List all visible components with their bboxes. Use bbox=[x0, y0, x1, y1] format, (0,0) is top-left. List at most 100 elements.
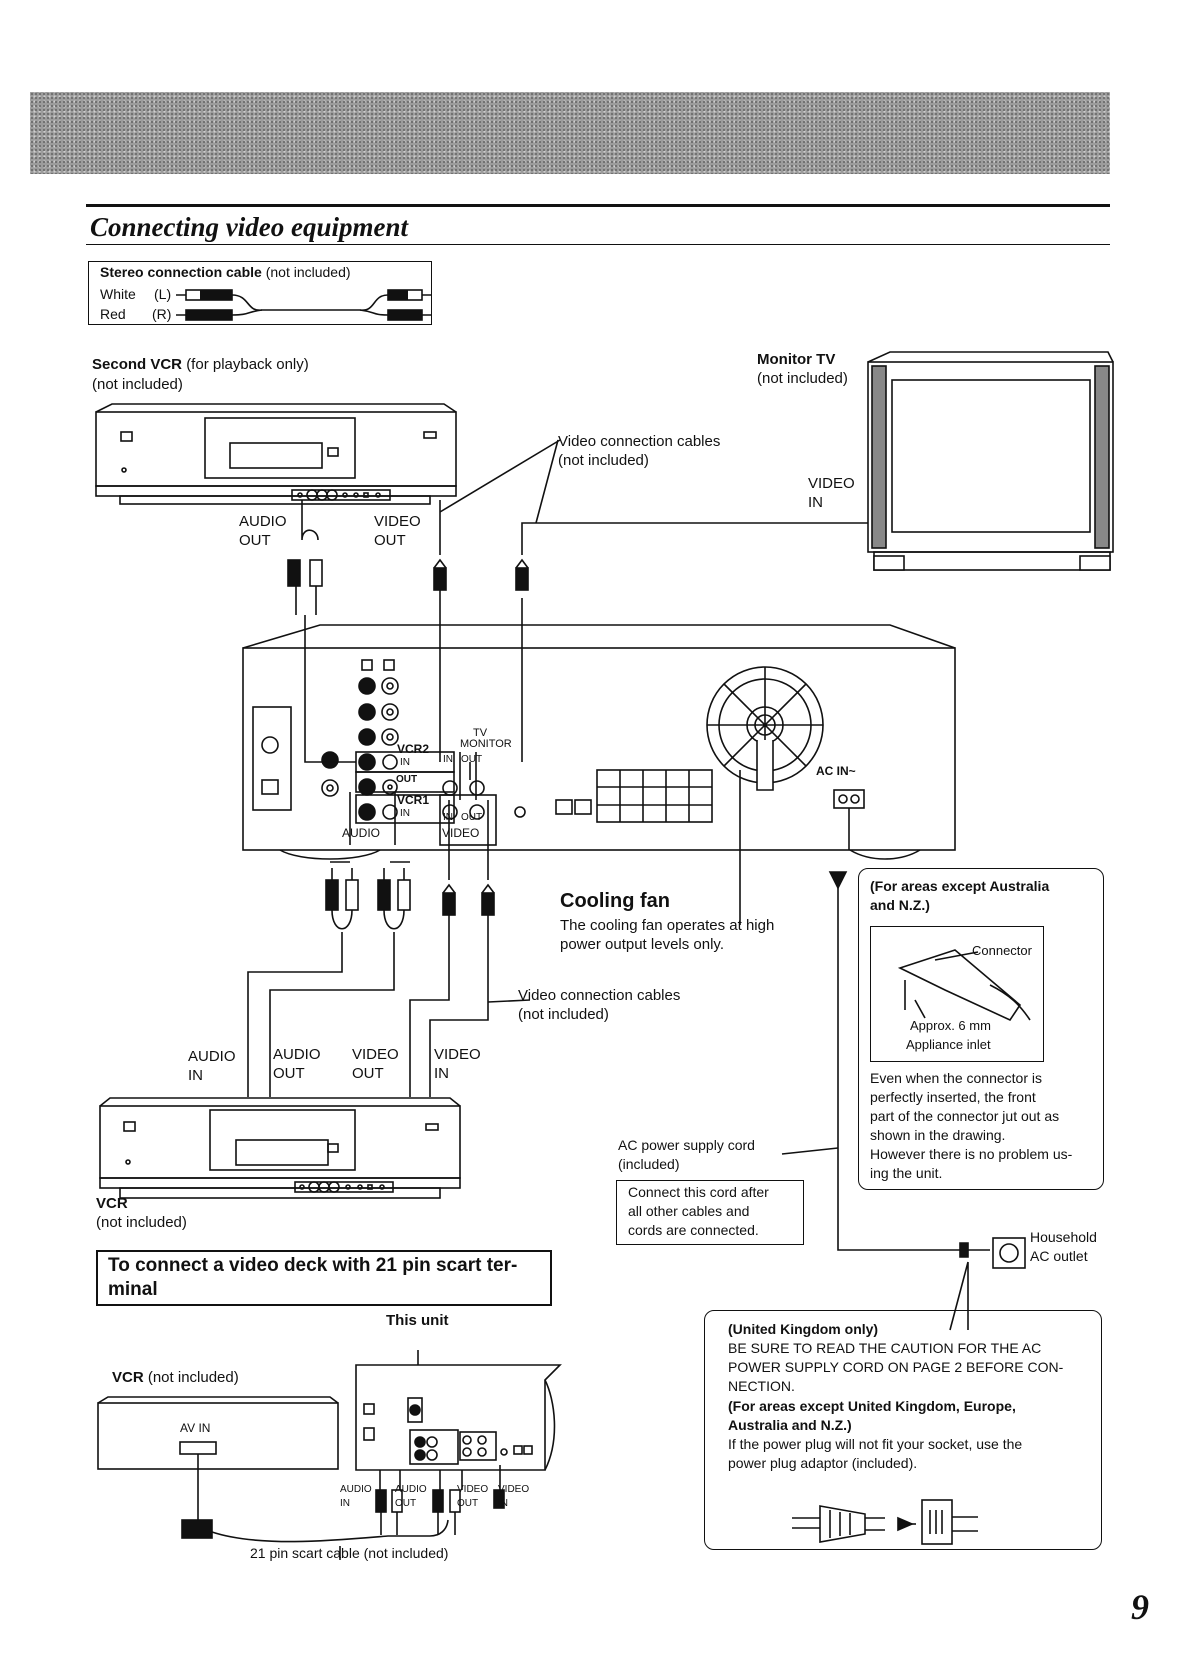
vcr-audio-in: AUDIO bbox=[188, 1048, 236, 1065]
ac-cord-note: (included) bbox=[618, 1156, 680, 1172]
uk-line-5: power plug adaptor (included). bbox=[728, 1455, 918, 1471]
vcr-drawing bbox=[99, 1097, 461, 1199]
tv-video-in-label-2: IN bbox=[808, 494, 823, 511]
vcr-video-in: VIDEO bbox=[434, 1046, 481, 1063]
white-label: White bbox=[100, 286, 136, 302]
monitor-out-label: OUT bbox=[461, 754, 483, 765]
scart-audio-in-2: IN bbox=[340, 1498, 350, 1509]
connector-line-1: Even when the connector is bbox=[870, 1070, 1042, 1086]
vcr-video-out-2: OUT bbox=[352, 1065, 384, 1082]
second-vcr-label: Second VCR (for playback only) bbox=[92, 355, 309, 374]
vcr2-out-label: OUT bbox=[396, 774, 418, 785]
connector-line-6: ing the unit. bbox=[870, 1165, 943, 1181]
video-cables-bottom-label: Video connection cables bbox=[518, 987, 681, 1004]
uk-heading-1: (United Kingdom only) bbox=[728, 1321, 879, 1337]
vcr-video-in-2: IN bbox=[434, 1065, 449, 1082]
vcr1-video-out-label: OUT bbox=[461, 812, 483, 823]
connector-figure bbox=[870, 926, 1044, 1062]
second-vcr-drawing bbox=[95, 403, 457, 505]
second-vcr-audio-out: AUDIO bbox=[239, 513, 287, 530]
monitor-in-label: IN bbox=[443, 754, 453, 765]
red-label: Red bbox=[100, 306, 126, 322]
vcr-note: (not included) bbox=[96, 1214, 187, 1231]
scart-audio-out: AUDIO bbox=[395, 1484, 427, 1495]
title-rule-top bbox=[86, 204, 1110, 207]
appliance-inlet-label: Appliance inlet bbox=[906, 1037, 991, 1052]
scart-video-out-2: OUT bbox=[457, 1498, 479, 1509]
tv-video-in-label: VIDEO bbox=[808, 475, 855, 492]
connector-line-2: perfectly inserted, the front bbox=[870, 1089, 1036, 1105]
monitor-tv-note: (not included) bbox=[757, 370, 848, 387]
cooling-fan-title: Cooling fan bbox=[560, 890, 670, 912]
uk-line-2: POWER SUPPLY CORD ON PAGE 2 BEFORE CON- bbox=[728, 1359, 1064, 1375]
connector-label: Connector bbox=[972, 943, 1032, 958]
approx-label: Approx. 6 mm bbox=[910, 1018, 991, 1033]
bottom-cables bbox=[247, 861, 531, 1097]
stereo-cable-box bbox=[88, 261, 432, 325]
monitor-tv-drawing bbox=[867, 351, 1114, 571]
vcr2-label: VCR2 bbox=[397, 742, 430, 756]
second-vcr-title: Second VCR bbox=[92, 356, 183, 373]
second-vcr-subtitle: (for playback only) bbox=[186, 356, 309, 373]
uk-line-3: NECTION. bbox=[728, 1378, 795, 1394]
unit-back-panel bbox=[242, 624, 956, 860]
connector-drawing bbox=[897, 949, 1031, 1022]
scart-video-in: VIDEO bbox=[498, 1484, 530, 1495]
connect-note-line-3: cords are connected. bbox=[628, 1222, 759, 1238]
scart-vcr-label: VCR (not included) bbox=[112, 1368, 239, 1387]
scart-drawing bbox=[97, 1350, 562, 1560]
adaptor-drawing bbox=[792, 1499, 978, 1545]
cooling-fan-line-1: The cooling fan operates at high bbox=[560, 917, 775, 934]
second-vcr-video-out-2: OUT bbox=[374, 532, 406, 549]
panel-video-label: VIDEO bbox=[442, 826, 480, 840]
second-vcr-note: (not included) bbox=[92, 376, 183, 393]
panel-audio-label: AUDIO bbox=[342, 826, 381, 840]
vcr-audio-in-2: IN bbox=[188, 1067, 203, 1084]
connector-line-5: However there is no problem us- bbox=[870, 1146, 1073, 1162]
connector-heading-1: (For areas except Australia bbox=[870, 878, 1050, 894]
stereo-cable-note: (not included) bbox=[265, 264, 351, 280]
vcr-audio-out: AUDIO bbox=[273, 1046, 321, 1063]
monitor-tv-title: Monitor TV bbox=[757, 351, 836, 368]
scart-heading-2: minal bbox=[108, 1279, 158, 1300]
ac-in-label: AC IN~ bbox=[816, 764, 856, 778]
connect-note-box bbox=[616, 1180, 804, 1245]
vcr1-in-label: IN bbox=[400, 808, 410, 819]
connect-note-line-2: all other cables and bbox=[628, 1203, 750, 1219]
vcr-title: VCR bbox=[96, 1195, 128, 1212]
scart-video-out: VIDEO bbox=[457, 1484, 489, 1495]
scart-heading-1: To connect a video deck with 21 pin scar… bbox=[108, 1255, 518, 1276]
connector-heading-2: and N.Z.) bbox=[870, 897, 930, 913]
scart-cable-label: 21 pin scart cable (not included) bbox=[250, 1545, 449, 1561]
video-cables-top-note: (not included) bbox=[558, 452, 649, 469]
video-cables-bottom-note: (not included) bbox=[518, 1006, 609, 1023]
scart-audio-out-2: OUT bbox=[395, 1498, 417, 1509]
red-channel: (R) bbox=[152, 306, 172, 322]
connect-note-line-1: Connect this cord after bbox=[628, 1184, 769, 1200]
connector-line-4: shown in the drawing. bbox=[870, 1127, 1006, 1143]
uk-heading-3: Australia and N.Z.) bbox=[728, 1417, 852, 1433]
connector-line-3: part of the connector jut out as bbox=[870, 1108, 1060, 1124]
household-label-2: AC outlet bbox=[1030, 1248, 1088, 1264]
household-label: Household bbox=[1030, 1229, 1097, 1245]
monitor-label: MONITOR bbox=[460, 738, 512, 750]
header-band bbox=[30, 92, 1110, 174]
vcr-audio-out-2: OUT bbox=[273, 1065, 305, 1082]
connector-info-box bbox=[858, 868, 1104, 1190]
cooling-fan-line-2: power output levels only. bbox=[560, 936, 724, 953]
scart-vcr-note: (not included) bbox=[147, 1369, 239, 1386]
ac-cord bbox=[781, 871, 1026, 1331]
top-cables bbox=[287, 439, 868, 650]
stereo-cable-drawing bbox=[176, 289, 432, 321]
vcr1-label: VCR1 bbox=[397, 793, 430, 807]
scart-vcr-title: VCR bbox=[112, 1369, 144, 1386]
vcr1-video-in-label: IN bbox=[443, 812, 453, 823]
title-rule-bottom bbox=[86, 244, 1110, 245]
uk-heading-2: (For areas except United Kingdom, Europe… bbox=[728, 1398, 1016, 1414]
stereo-cable-title: Stereo connection cable bbox=[100, 264, 262, 280]
stereo-cable-heading: Stereo connection cable (not included) bbox=[100, 263, 351, 282]
white-channel: (L) bbox=[154, 286, 172, 302]
uk-line-4: If the power plug will not fit your sock… bbox=[728, 1436, 1023, 1452]
second-vcr-video-out: VIDEO bbox=[374, 513, 421, 530]
